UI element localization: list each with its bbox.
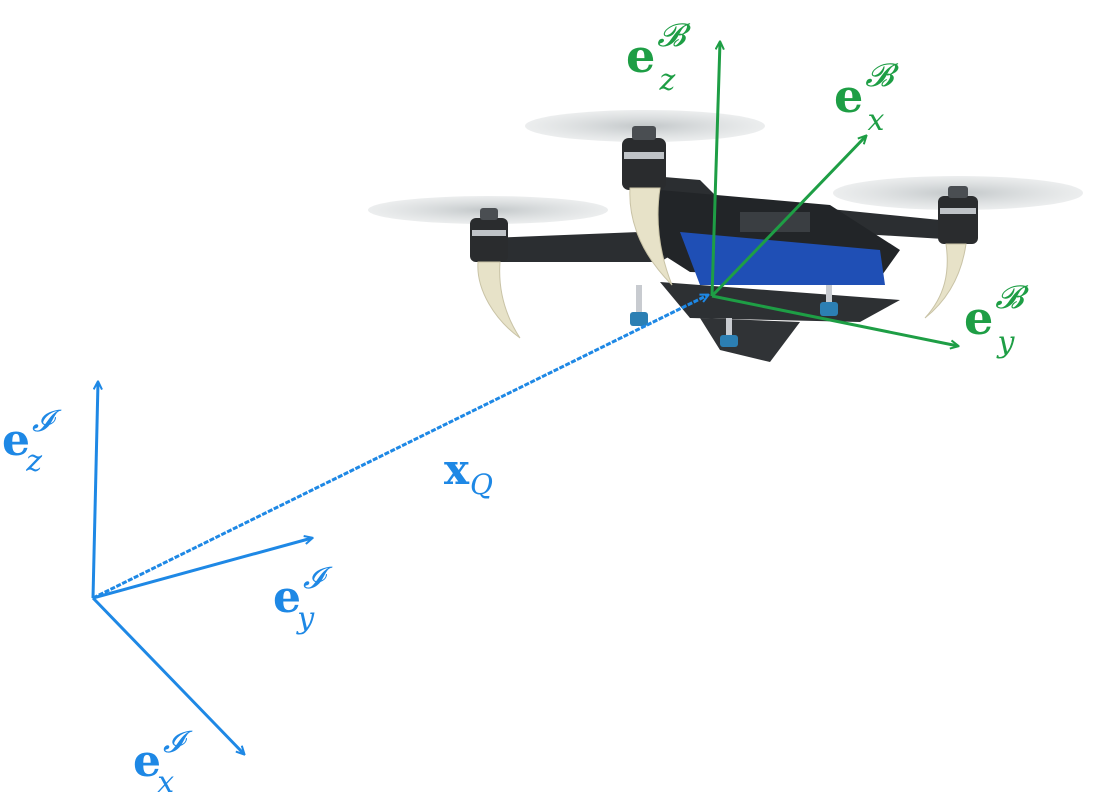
leg-front-left bbox=[477, 261, 521, 339]
strut-1 bbox=[636, 285, 642, 315]
body-blue-battery bbox=[680, 232, 885, 285]
body-electronics bbox=[740, 212, 810, 232]
arm-left bbox=[490, 232, 680, 262]
foot-1 bbox=[630, 312, 648, 326]
foot-3 bbox=[720, 335, 738, 347]
inertial-z-axis bbox=[91, 382, 98, 599]
body-frame bbox=[710, 42, 958, 346]
inertial-x-axis bbox=[91, 596, 244, 754]
body-z-axis bbox=[710, 42, 720, 297]
leg-front-right bbox=[629, 187, 673, 286]
body-x-axis bbox=[710, 136, 866, 298]
motor-rear-right bbox=[938, 186, 978, 244]
position-vector bbox=[92, 295, 708, 600]
inertial-y-axis bbox=[92, 538, 312, 600]
body-y-axis bbox=[711, 294, 958, 346]
motor-front-left bbox=[470, 208, 508, 262]
motor-front-right bbox=[622, 126, 666, 190]
body-bottom-plate bbox=[660, 282, 900, 322]
foot-2 bbox=[820, 302, 838, 316]
strut-2 bbox=[826, 285, 832, 307]
leg-rear-right bbox=[924, 243, 967, 319]
strut-3 bbox=[726, 318, 732, 338]
inertial-frame bbox=[91, 295, 708, 754]
body-underside bbox=[700, 318, 800, 362]
position-vector-label: xQ bbox=[444, 445, 493, 501]
